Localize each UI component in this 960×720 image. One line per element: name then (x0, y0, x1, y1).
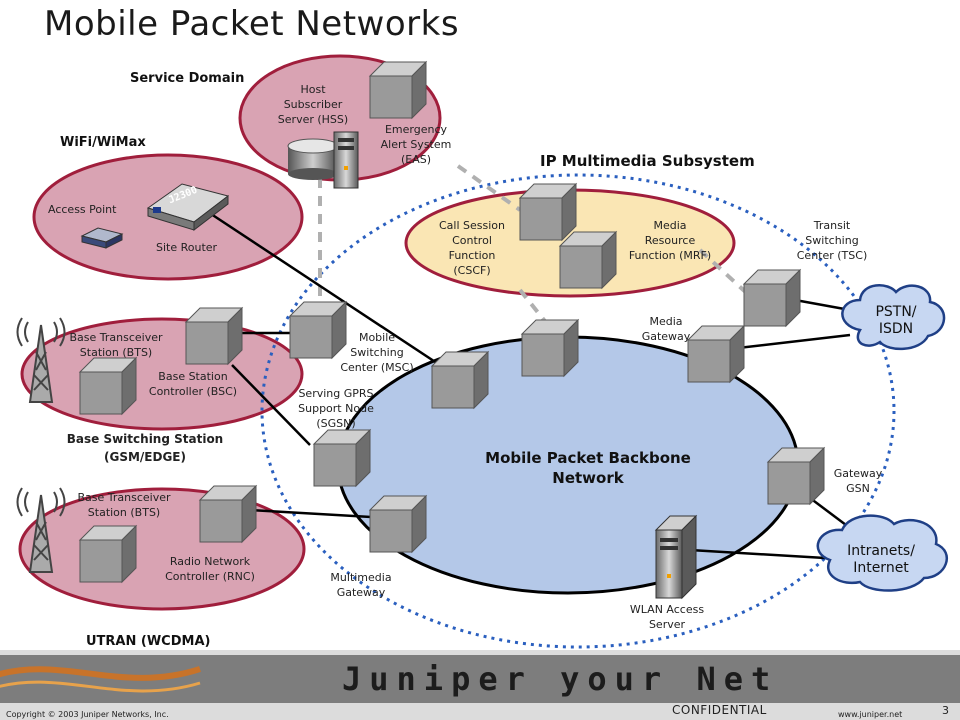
radio-tower-icon (16, 487, 66, 573)
pstn-cloud (841, 284, 946, 350)
bts-label-2: Base Transceiver Station (BTS) (77, 491, 171, 519)
juniper-swoosh-logo (0, 666, 201, 693)
page-title: Mobile Packet Networks (44, 4, 460, 44)
access-point-icon (80, 227, 124, 249)
page-number: 3 (942, 704, 949, 717)
ims-edge-switch-icon (520, 318, 580, 378)
multimedia-gateway-switch-icon (368, 494, 428, 554)
brand-wordmark: Juniper your Net (342, 660, 779, 698)
eas-label: Emergency Alert System (EAS) (380, 123, 452, 166)
hss-switch-icon (368, 60, 428, 120)
network-diagram (16, 54, 948, 649)
pstn-label: PSTN/ ISDN (875, 304, 917, 337)
ims-header: IP Multimedia Subsystem (540, 152, 755, 170)
website-link[interactable]: www.juniper.net (838, 710, 903, 719)
bts-switch-icon (78, 356, 138, 416)
backbone-label: Mobile Packet Backbone Network (485, 449, 691, 487)
database-icon (287, 138, 339, 180)
tsc-switch-icon (742, 268, 802, 328)
cscf-switch-icon (518, 182, 578, 242)
service-domain-header: Service Domain (130, 71, 245, 86)
rnc-switch-icon (198, 484, 258, 544)
media-gateway-switch-icon (686, 324, 746, 384)
wifi-header: WiFi/WiMax (60, 135, 146, 150)
msc-switch-icon (288, 300, 348, 360)
wlan-label: WLAN Access Server (629, 603, 705, 631)
bsc-label: Base Station Controller (BSC) (148, 370, 238, 398)
mrf-switch-icon (558, 230, 618, 290)
dashed-links (318, 164, 754, 327)
media-gateway-label: Media Gateway (641, 315, 691, 343)
hss-label: Host Subscriber Server (HSS) (277, 83, 349, 126)
tsc-label: Transit Switching Center (TSC) (796, 219, 868, 262)
packet-core-dashed-ring (260, 173, 896, 649)
utran-header: UTRAN (WCDMA) (86, 634, 211, 649)
bts-switch-icon (78, 524, 138, 584)
ggsn-label: Gateway GSN (833, 467, 883, 495)
ggsn-switch-icon (766, 446, 826, 506)
cscf-label: Call Session Control Function (CSCF) (439, 219, 505, 277)
bss-header: Base Switching Station (GSM/EDGE) (66, 432, 224, 464)
sgsn-label: Serving GPRS Support Node (SGSN) (298, 387, 374, 430)
rnc-label: Radio Network Controller (RNC) (165, 555, 255, 583)
copyright-text: Copyright © 2003 Juniper Networks, Inc. (6, 710, 169, 719)
site-router-label: Site Router (156, 241, 218, 254)
backbone-switch-icon (430, 350, 490, 410)
bts-label-1: Base Transceiver Station (BTS) (69, 331, 163, 359)
server-tower-icon (333, 131, 359, 189)
radio-tower-icon (16, 317, 66, 403)
router-icon (146, 183, 230, 232)
sgsn-switch-icon (312, 428, 372, 488)
access-point-label: Access Point (48, 203, 117, 216)
mrf-label: Media Resource Function (MRF) (628, 219, 712, 262)
confidential-text: CONFIDENTIAL (672, 703, 767, 717)
intranet-label: Intranets/ Internet (847, 543, 915, 576)
msc-label: Mobile Switching Center (MSC) (340, 331, 414, 374)
multimedia-gateway-label: Multimedia Gateway (330, 571, 392, 599)
switch-cubes (78, 60, 826, 584)
bsc-switch-icon (184, 306, 244, 366)
server-tower-icon (654, 514, 698, 600)
intranet-cloud (816, 514, 948, 592)
